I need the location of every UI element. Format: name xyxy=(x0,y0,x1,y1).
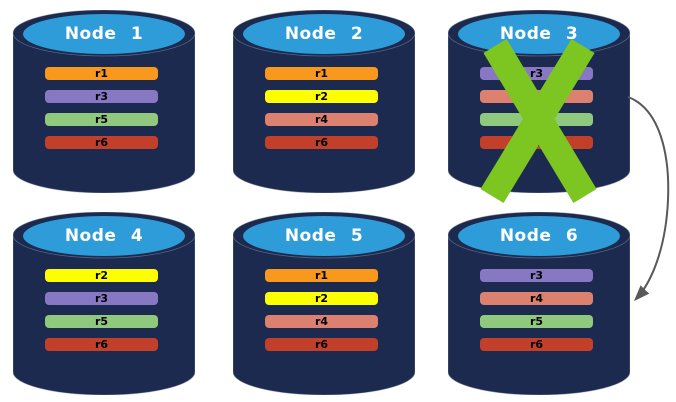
replica-bar: r1 xyxy=(265,67,378,80)
replica-bar: r4 xyxy=(480,90,593,103)
replica-label: r2 xyxy=(94,269,109,282)
replica-bar: r2 xyxy=(265,90,378,103)
replica-label: r4 xyxy=(314,315,329,328)
node-title: Node 4 xyxy=(64,226,144,246)
replica-bar: r5 xyxy=(45,113,158,126)
node-1: Node 1 r1 r3 r5 r6 xyxy=(13,10,195,193)
replica-bar: r1 xyxy=(265,269,378,282)
replica-bar: r3 xyxy=(45,90,158,103)
replica-label: r1 xyxy=(314,67,329,80)
replica-bar: r6 xyxy=(480,136,593,149)
replica-label: r5 xyxy=(94,315,109,328)
replica-bar: r3 xyxy=(45,292,158,305)
replica-list: r1 r2 r4 r6 xyxy=(265,269,378,361)
replica-bar: r5 xyxy=(480,113,593,126)
replica-bar: r6 xyxy=(480,338,593,351)
replica-list: r3 r4 r5 r6 xyxy=(480,67,593,159)
replica-bar: r6 xyxy=(265,338,378,351)
replica-bar: r4 xyxy=(265,113,378,126)
node-title: Node 5 xyxy=(284,226,364,246)
replica-bar: r4 xyxy=(265,315,378,328)
replica-label: r6 xyxy=(314,136,329,149)
node-title: Node 1 xyxy=(64,24,144,44)
replica-bar: r6 xyxy=(265,136,378,149)
replica-bar: r1 xyxy=(45,67,158,80)
replica-bar: r2 xyxy=(45,269,158,282)
failover-arrow-icon xyxy=(627,96,670,302)
node-2: Node 2 r1 r2 r4 r6 xyxy=(233,10,415,193)
replica-label: r6 xyxy=(529,136,544,149)
node-title: Node 2 xyxy=(284,24,364,44)
node-3: Node 3 r3 r4 r5 r6 xyxy=(448,10,630,204)
node-title: Node 3 xyxy=(499,24,579,44)
replica-bar: r6 xyxy=(45,338,158,351)
node-6: Node 6 r3 r4 r5 r6 xyxy=(448,212,630,395)
node-title: Node 6 xyxy=(499,226,579,246)
replica-label: r3 xyxy=(529,67,544,80)
replica-bar: r5 xyxy=(45,315,158,328)
replica-list: r1 r2 r4 r6 xyxy=(265,67,378,159)
replica-label: r3 xyxy=(529,269,544,282)
replica-label: r3 xyxy=(94,90,109,103)
replica-label: r6 xyxy=(94,136,109,149)
replica-bar: r3 xyxy=(480,269,593,282)
replica-list: r2 r3 r5 r6 xyxy=(45,269,158,361)
replica-list: r1 r3 r5 r6 xyxy=(45,67,158,159)
node-5: Node 5 r1 r2 r4 r6 xyxy=(233,212,415,395)
replica-label: r1 xyxy=(94,67,109,80)
replica-label: r1 xyxy=(314,269,329,282)
replica-label: r4 xyxy=(529,90,544,103)
replica-label: r4 xyxy=(314,113,329,126)
replica-label: r4 xyxy=(529,292,544,305)
replica-label: r2 xyxy=(314,292,329,305)
replica-label: r3 xyxy=(94,292,109,305)
replica-label: r5 xyxy=(529,113,544,126)
replica-label: r5 xyxy=(94,113,109,126)
replica-label: r2 xyxy=(314,90,329,103)
replica-label: r6 xyxy=(314,338,329,351)
replica-label: r6 xyxy=(529,338,544,351)
replica-bar: r6 xyxy=(45,136,158,149)
replica-label: r6 xyxy=(94,338,109,351)
replica-bar: r2 xyxy=(265,292,378,305)
replica-label: r5 xyxy=(529,315,544,328)
replica-list: r3 r4 r5 r6 xyxy=(480,269,593,361)
replica-bar: r3 xyxy=(480,67,593,80)
node-4: Node 4 r2 r3 r5 r6 xyxy=(13,212,195,395)
replica-bar: r5 xyxy=(480,315,593,328)
replica-bar: r4 xyxy=(480,292,593,305)
